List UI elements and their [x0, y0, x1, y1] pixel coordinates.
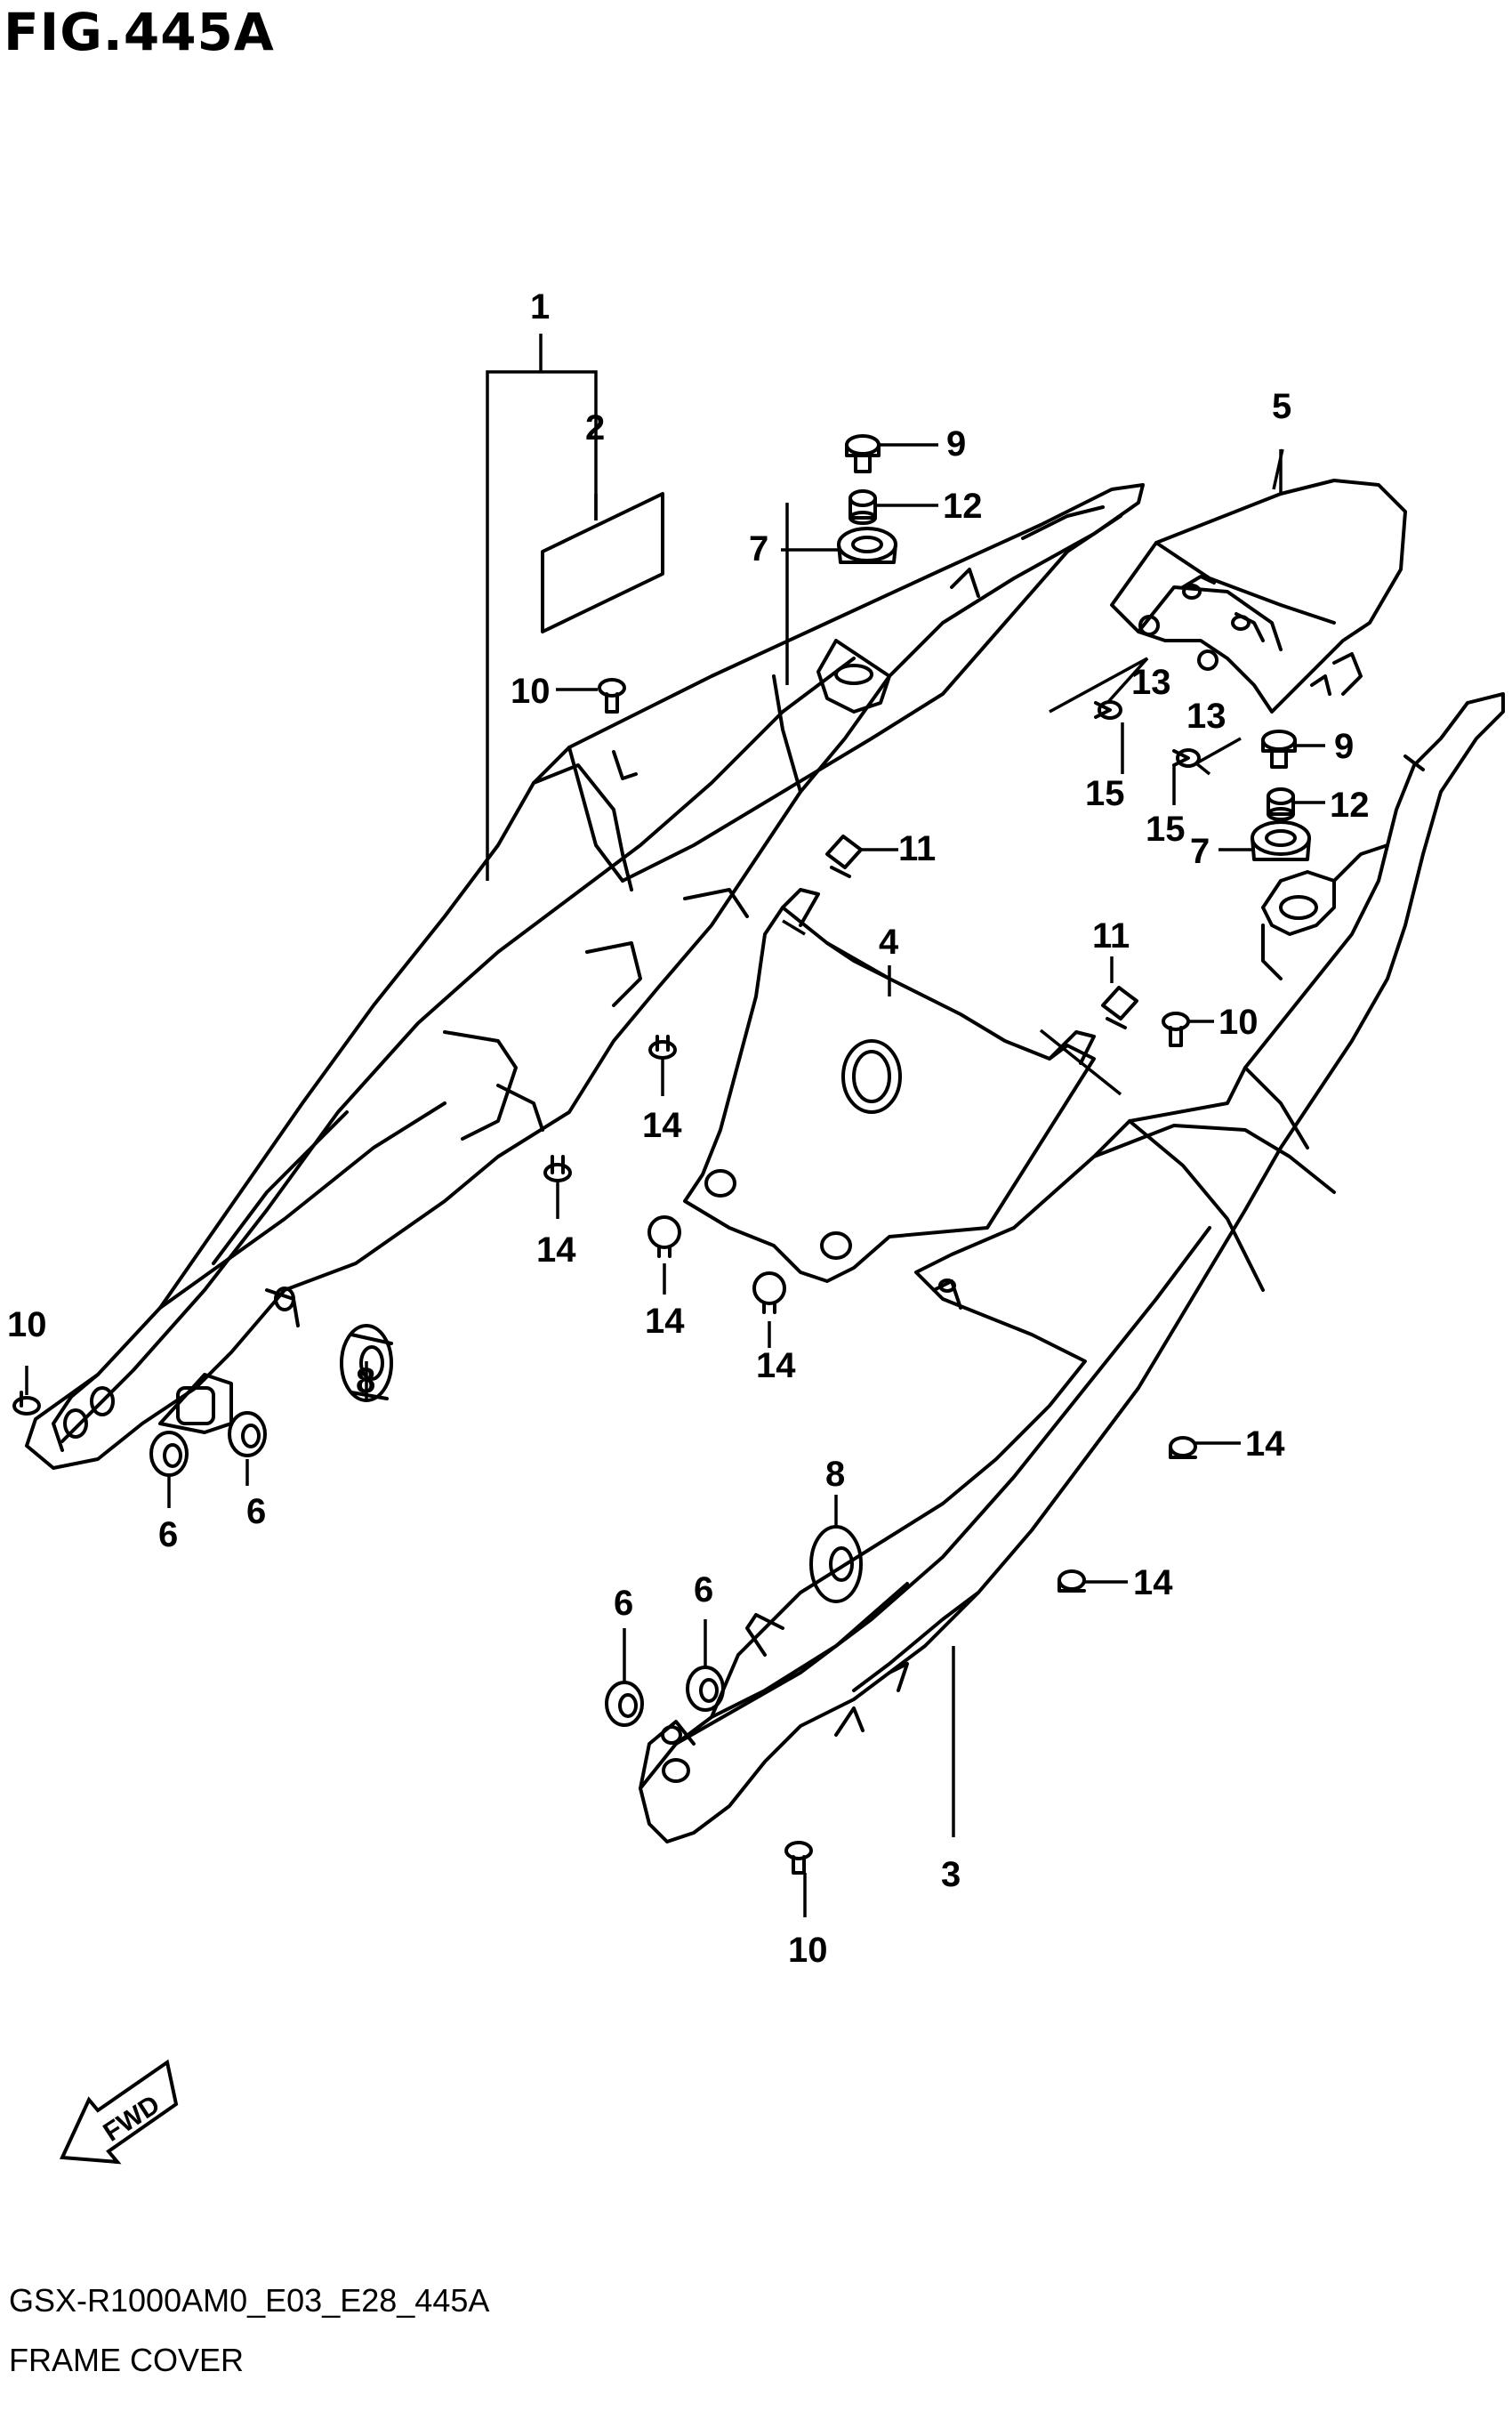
clip-11-b [1101, 986, 1138, 1029]
screw-10-d [784, 1841, 813, 1875]
grommet-7-top [837, 527, 897, 564]
grommet-6-a [149, 1431, 189, 1477]
collar-12-right [1267, 787, 1295, 821]
callout-14-d: 14 [756, 1346, 796, 1385]
callout-7-top: 7 [749, 529, 768, 569]
callout-14-e: 14 [1245, 1424, 1285, 1464]
center-cover [683, 888, 1096, 1283]
callout-8-left: 8 [356, 1361, 375, 1400]
cap-13-a [1138, 615, 1160, 636]
grommet-6-c [605, 1681, 644, 1727]
callout-8-right: 8 [825, 1455, 845, 1494]
grommet-7-right [1251, 820, 1311, 861]
grommet-6-d [686, 1666, 725, 1712]
fwd-arrow: FWD [59, 2059, 179, 2165]
screw-10-a [598, 678, 626, 714]
callout-14-a: 14 [642, 1106, 682, 1145]
rivet-14-d [752, 1271, 786, 1314]
callout-4: 4 [879, 923, 899, 962]
callout-14-c: 14 [645, 1302, 685, 1341]
callout-13-b: 13 [1186, 697, 1226, 736]
callout-9-top: 9 [946, 424, 966, 464]
callout-6-c: 6 [614, 1584, 633, 1623]
callout-13-a: 13 [1131, 663, 1171, 702]
callout-5: 5 [1272, 387, 1291, 426]
callout-9-right: 9 [1334, 727, 1354, 766]
cap-13-b [1197, 649, 1218, 671]
callout-15-b: 15 [1146, 810, 1186, 849]
callout-10-b: 10 [1218, 1003, 1259, 1042]
clip-11-a [825, 835, 863, 878]
screw-15-a [1094, 700, 1122, 720]
rivet-14-c [647, 1215, 681, 1258]
leader-lines [25, 334, 1325, 1917]
callout-labels: 1 2 9 12 7 10 5 4 13 13 9 15 12 15 7 11 … [7, 287, 1370, 1970]
model-code: GSX-R1000AM0_E03_E28_445A [9, 2282, 490, 2319]
left-frame-cover [25, 483, 1145, 1470]
bolt-9-right [1261, 730, 1297, 769]
decal-2 [541, 492, 664, 633]
callout-10-a: 10 [511, 672, 551, 711]
callout-3: 3 [941, 1855, 961, 1894]
callout-14-f: 14 [1133, 1563, 1173, 1602]
screw-15-b [1172, 748, 1201, 768]
callout-10-c: 10 [7, 1305, 47, 1344]
callout-12-top: 12 [943, 487, 983, 526]
callout-14-b: 14 [536, 1230, 576, 1270]
callout-11-a: 11 [898, 829, 936, 868]
rivet-14-a [648, 1035, 677, 1060]
callout-6-a: 6 [158, 1515, 178, 1554]
figure-title: FIG.445A [4, 2, 275, 62]
callout-1: 1 [530, 287, 550, 327]
callout-11-b: 11 [1092, 916, 1130, 956]
grommet-6-b [228, 1411, 267, 1457]
grommet-8-right [809, 1525, 863, 1603]
screw-10-b [1162, 1012, 1190, 1047]
right-frame-cover [639, 692, 1505, 1843]
bolt-9-top [845, 434, 881, 473]
callout-6-b: 6 [246, 1492, 266, 1531]
callout-2: 2 [585, 408, 605, 448]
rear-tail-cover [1110, 479, 1407, 714]
rivet-14-f [1058, 1569, 1086, 1593]
rivet-14-b [543, 1155, 572, 1182]
section-name: FRAME COVER [9, 2342, 245, 2378]
callout-10-d: 10 [788, 1931, 828, 1970]
callout-15-a: 15 [1085, 774, 1125, 813]
rivet-14-e [1169, 1436, 1197, 1459]
callout-7-right: 7 [1190, 832, 1210, 871]
screw-10-c [12, 1391, 41, 1416]
callout-6-d: 6 [694, 1570, 713, 1609]
callout-12-right: 12 [1330, 786, 1370, 825]
collar-12-top [848, 489, 877, 525]
